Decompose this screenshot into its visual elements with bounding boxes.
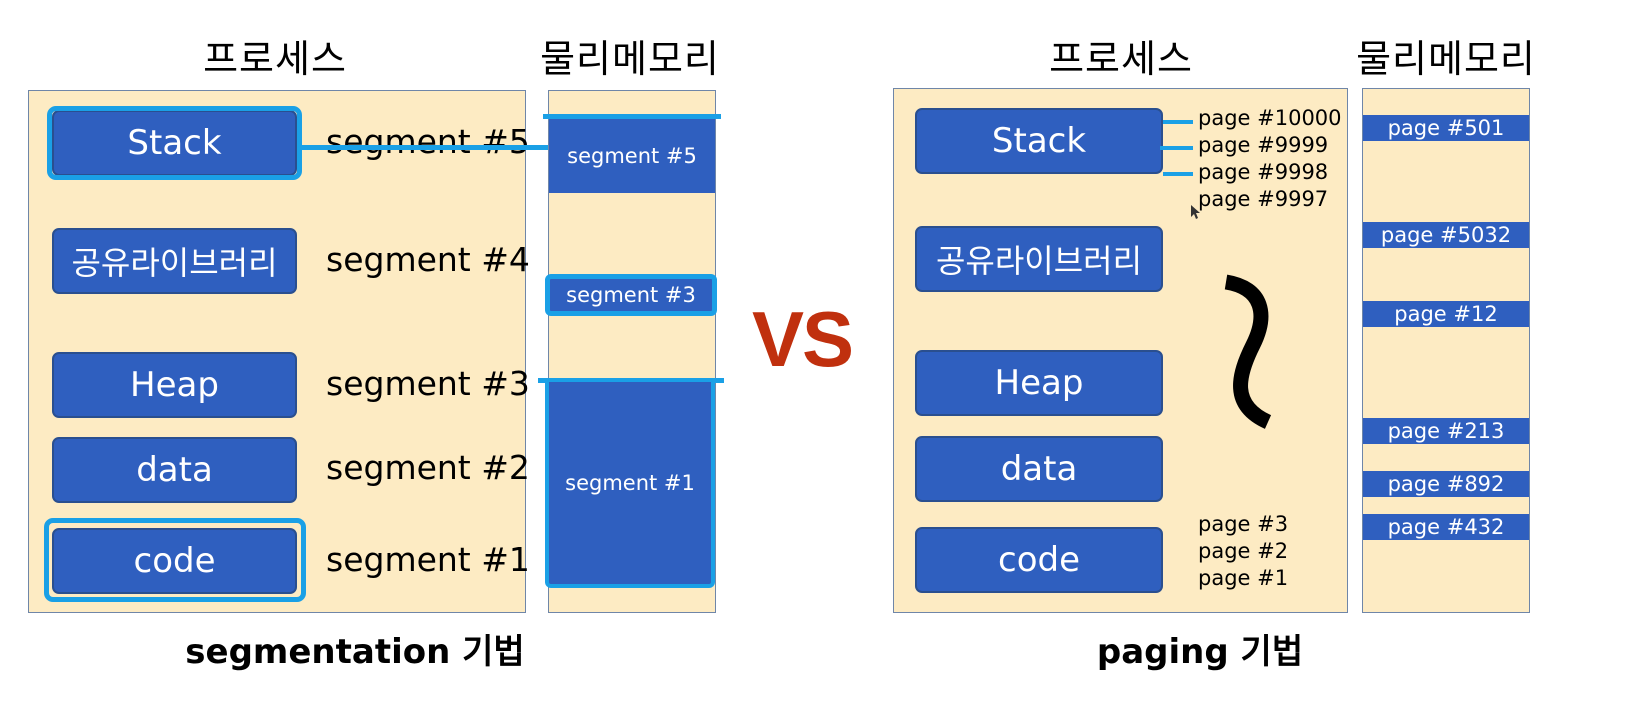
left-code-highlight	[44, 518, 306, 602]
page-label-2: page #2	[1198, 539, 1289, 563]
memory-seg5-top-line	[543, 114, 721, 119]
page-label-9997: page #9997	[1198, 187, 1329, 211]
left-block-stack: Stack	[52, 110, 297, 176]
memory-page-5032: page #5032	[1363, 222, 1529, 248]
memory-page-213: page #213	[1363, 418, 1529, 444]
paging-caption: paging 기법	[1096, 632, 1304, 672]
memory-page-501: page #501	[1363, 115, 1529, 141]
segment-label-4: segment #4	[326, 240, 530, 279]
left-block-shared-library: 공유라이브러리	[52, 228, 297, 294]
memory-segment-3: segment #3	[545, 274, 717, 316]
vs-label: VS	[752, 295, 854, 383]
right-block-code: code	[915, 527, 1163, 593]
page-label-1: page #1	[1198, 566, 1289, 590]
segment-label-5: segment #5	[326, 122, 530, 161]
right-block-stack: Stack	[915, 108, 1163, 174]
memory-segment-5: segment #5	[549, 119, 715, 193]
right-block-heap: Heap	[915, 350, 1163, 416]
left-stack-highlight	[47, 106, 302, 180]
right-block-shared-library: 공유라이브러리	[915, 226, 1163, 292]
left-memory-title: 물리메모리	[540, 37, 720, 81]
ellipsis-wave-icon	[1224, 274, 1272, 429]
memory-page-892: page #892	[1363, 471, 1529, 497]
mouse-cursor-icon	[1191, 205, 1200, 219]
left-block-heap: Heap	[52, 352, 297, 418]
left-process-title: 프로세스	[203, 37, 347, 81]
memory-segment-1: segment #1	[545, 382, 715, 588]
segment-label-2: segment #2	[326, 448, 530, 487]
page-tick-3	[1163, 172, 1193, 176]
page-label-9999: page #9999	[1198, 133, 1329, 157]
left-block-data: data	[52, 437, 297, 503]
segmentation-caption: segmentation 기법	[185, 632, 525, 672]
memory-seg1-top-line	[538, 378, 724, 383]
page-tick-1	[1163, 120, 1193, 124]
right-memory-title: 물리메모리	[1356, 37, 1536, 81]
page-label-3: page #3	[1198, 512, 1289, 536]
page-label-9998: page #9998	[1198, 160, 1329, 184]
segment-label-3: segment #3	[326, 364, 530, 403]
page-tick-2	[1160, 146, 1193, 150]
memory-page-12: page #12	[1363, 301, 1529, 327]
right-block-data: data	[915, 436, 1163, 502]
segment-label-1: segment #1	[326, 540, 530, 579]
memory-page-432: page #432	[1363, 514, 1529, 540]
stack-connector-line	[300, 145, 552, 150]
right-process-title: 프로세스	[1049, 37, 1193, 81]
left-block-code: code	[52, 528, 297, 594]
page-label-10000: page #10000	[1198, 106, 1342, 130]
